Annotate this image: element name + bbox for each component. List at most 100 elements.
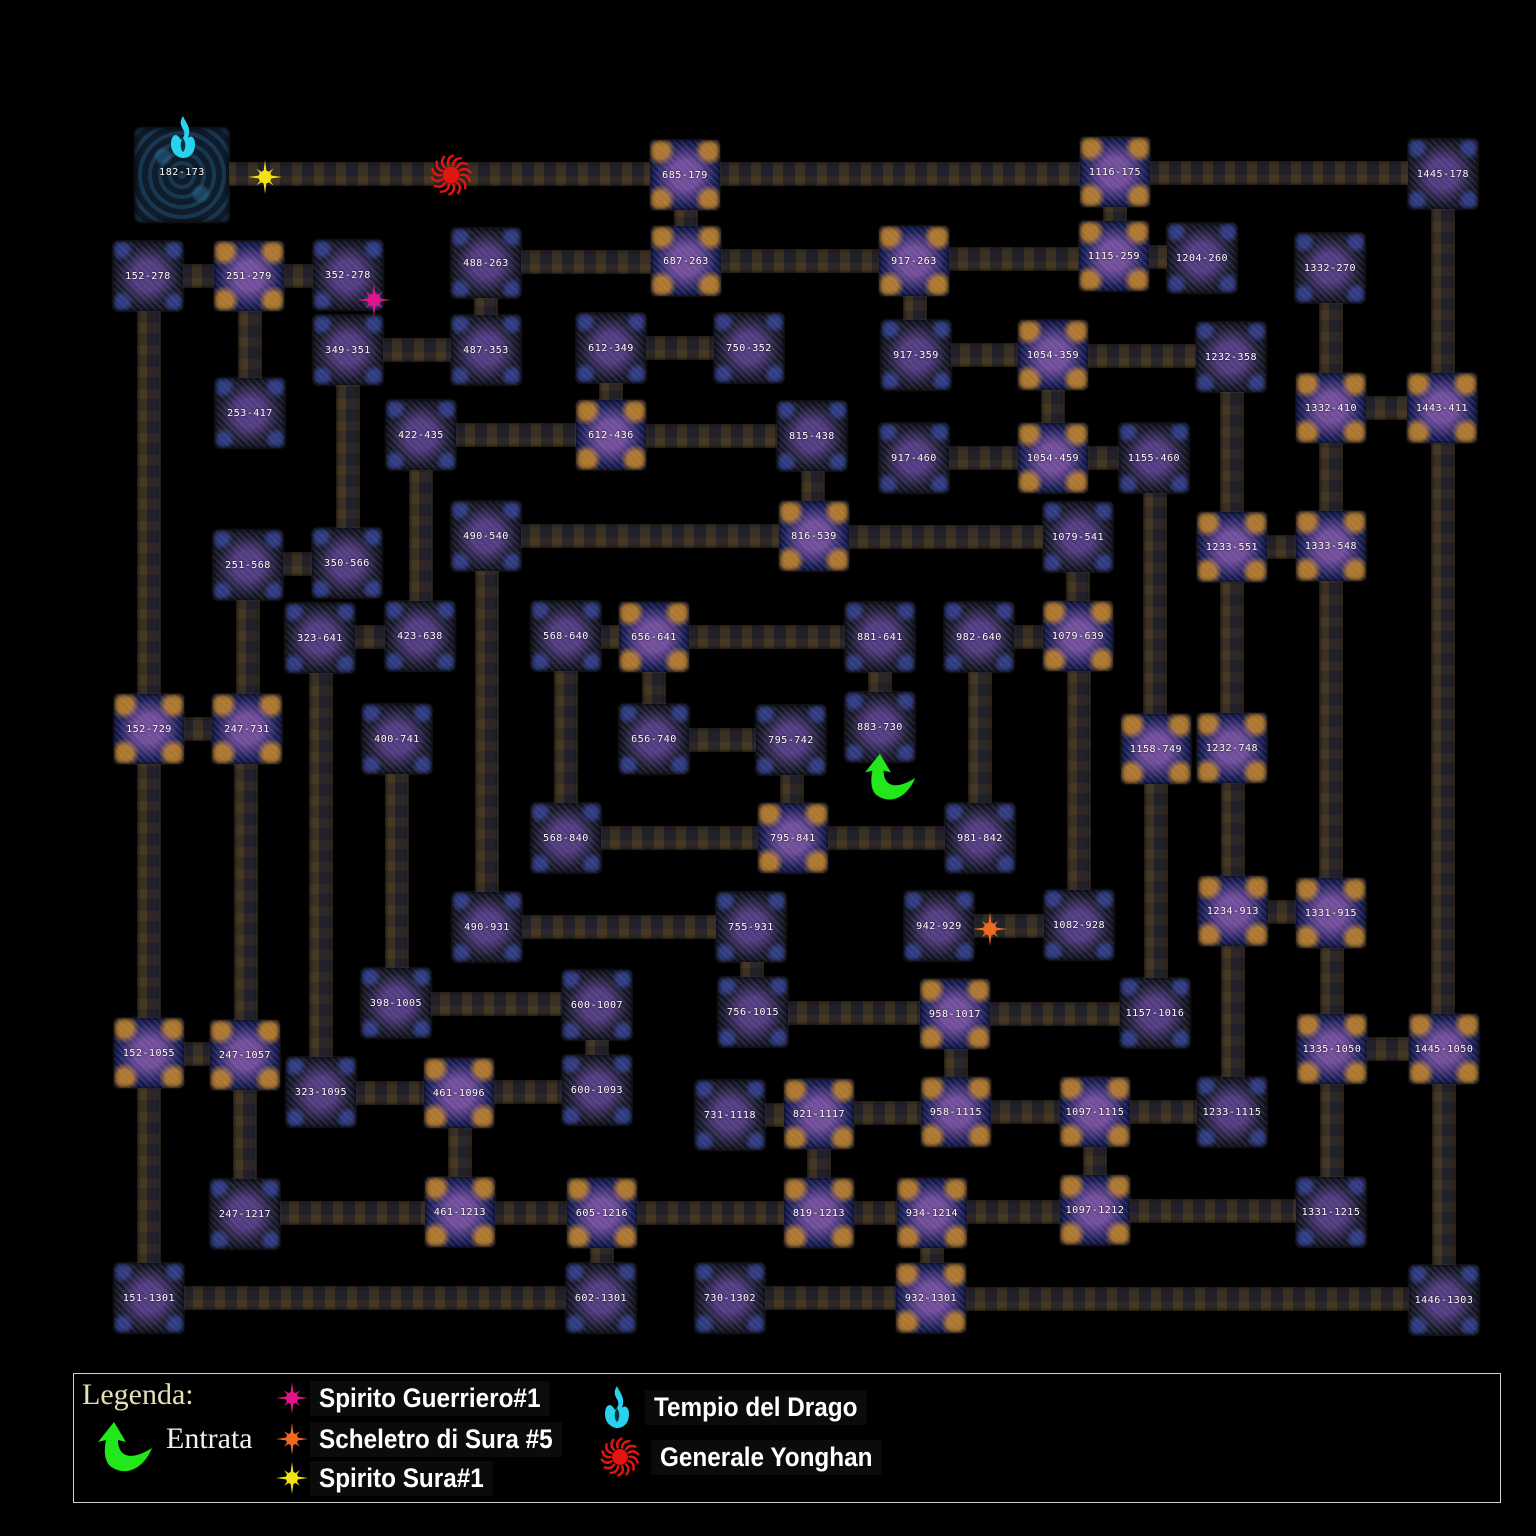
room-label: 602-1301 <box>574 1292 628 1304</box>
room-1331-1215[interactable]: 1331-1215 <box>1296 1177 1366 1247</box>
legend-label: Scheletro di Sura #5 <box>310 1421 562 1457</box>
room-605-1216[interactable]: 605-1216 <box>567 1178 637 1248</box>
room-750-352[interactable]: 750-352 <box>714 313 784 383</box>
room-656-641[interactable]: 656-641 <box>619 602 689 672</box>
room-1158-749[interactable]: 1158-749 <box>1121 714 1191 784</box>
room-350-566[interactable]: 350-566 <box>312 528 382 598</box>
green-arrow-icon <box>865 753 916 800</box>
room-152-729[interactable]: 152-729 <box>114 694 184 764</box>
room-349-351[interactable]: 349-351 <box>313 315 383 385</box>
room-612-436[interactable]: 612-436 <box>576 400 646 470</box>
room-1155-460[interactable]: 1155-460 <box>1119 423 1189 493</box>
room-1157-1016[interactable]: 1157-1016 <box>1120 978 1190 1048</box>
room-251-279[interactable]: 251-279 <box>214 241 284 311</box>
room-958-1017[interactable]: 958-1017 <box>920 979 990 1049</box>
room-917-460[interactable]: 917-460 <box>879 423 949 493</box>
room-487-353[interactable]: 487-353 <box>451 315 521 385</box>
room-958-1115[interactable]: 958-1115 <box>921 1077 991 1147</box>
room-730-1302[interactable]: 730-1302 <box>695 1263 765 1333</box>
room-1054-459[interactable]: 1054-459 <box>1018 423 1088 493</box>
room-label: 917-263 <box>891 255 937 267</box>
room-942-929[interactable]: 942-929 <box>904 891 974 961</box>
room-398-1005[interactable]: 398-1005 <box>361 968 431 1038</box>
room-423-638[interactable]: 423-638 <box>385 601 455 671</box>
corridor-568-840-to-795-841 <box>566 826 793 850</box>
room-1115-259[interactable]: 1115-259 <box>1079 221 1149 291</box>
room-1204-260[interactable]: 1204-260 <box>1167 223 1237 293</box>
room-323-1095[interactable]: 323-1095 <box>286 1057 356 1127</box>
room-152-278[interactable]: 152-278 <box>113 241 183 311</box>
room-label: 1082-928 <box>1052 919 1106 931</box>
room-490-931[interactable]: 490-931 <box>452 892 522 962</box>
room-687-263[interactable]: 687-263 <box>651 226 721 296</box>
room-1233-551[interactable]: 1233-551 <box>1197 512 1267 582</box>
room-323-641[interactable]: 323-641 <box>285 603 355 673</box>
room-600-1093[interactable]: 600-1093 <box>562 1055 632 1125</box>
room-600-1007[interactable]: 600-1007 <box>562 970 632 1040</box>
room-917-359[interactable]: 917-359 <box>881 320 951 390</box>
room-568-640[interactable]: 568-640 <box>531 601 601 671</box>
room-656-740[interactable]: 656-740 <box>619 704 689 774</box>
room-490-540[interactable]: 490-540 <box>451 501 521 571</box>
room-1054-359[interactable]: 1054-359 <box>1018 320 1088 390</box>
room-1332-270[interactable]: 1332-270 <box>1295 233 1365 303</box>
room-816-539[interactable]: 816-539 <box>779 501 849 571</box>
room-731-1118[interactable]: 731-1118 <box>695 1080 765 1150</box>
room-253-417[interactable]: 253-417 <box>215 378 285 448</box>
room-1079-541[interactable]: 1079-541 <box>1043 502 1113 572</box>
room-1333-548[interactable]: 1333-548 <box>1296 511 1366 581</box>
room-1232-358[interactable]: 1232-358 <box>1196 322 1266 392</box>
legend-item-spirito-sura: Spirito Sura#1 <box>274 1460 513 1496</box>
room-756-1015[interactable]: 756-1015 <box>718 977 788 1047</box>
room-1232-748[interactable]: 1232-748 <box>1197 713 1267 783</box>
room-917-263[interactable]: 917-263 <box>879 226 949 296</box>
room-881-641[interactable]: 881-641 <box>845 602 915 672</box>
room-1082-928[interactable]: 1082-928 <box>1044 890 1114 960</box>
room-602-1301[interactable]: 602-1301 <box>566 1263 636 1333</box>
room-1446-1303[interactable]: 1446-1303 <box>1409 1265 1479 1335</box>
room-label: 1232-358 <box>1204 351 1258 363</box>
room-1097-1115[interactable]: 1097-1115 <box>1060 1077 1130 1147</box>
room-612-349[interactable]: 612-349 <box>576 313 646 383</box>
room-1079-639[interactable]: 1079-639 <box>1043 601 1113 671</box>
room-400-741[interactable]: 400-741 <box>362 704 432 774</box>
room-247-1217[interactable]: 247-1217 <box>210 1179 280 1249</box>
room-1445-178[interactable]: 1445-178 <box>1408 139 1478 209</box>
room-819-1213[interactable]: 819-1213 <box>784 1178 854 1248</box>
room-247-731[interactable]: 247-731 <box>212 694 282 764</box>
room-151-1301[interactable]: 151-1301 <box>114 1263 184 1333</box>
room-152-1055[interactable]: 152-1055 <box>114 1018 184 1088</box>
room-422-435[interactable]: 422-435 <box>386 400 456 470</box>
legend-title: Legenda: <box>82 1378 194 1411</box>
room-1116-175[interactable]: 1116-175 <box>1080 137 1150 207</box>
room-1233-1115[interactable]: 1233-1115 <box>1197 1077 1267 1147</box>
room-247-1057[interactable]: 247-1057 <box>210 1020 280 1090</box>
corridor-687-263-to-917-263 <box>686 249 914 273</box>
room-1332-410[interactable]: 1332-410 <box>1296 373 1366 443</box>
room-461-1213[interactable]: 461-1213 <box>425 1177 495 1247</box>
room-251-568[interactable]: 251-568 <box>213 530 283 600</box>
room-821-1117[interactable]: 821-1117 <box>784 1079 854 1149</box>
room-label: 1445-178 <box>1416 168 1470 180</box>
room-461-1096[interactable]: 461-1096 <box>424 1058 494 1128</box>
room-1331-915[interactable]: 1331-915 <box>1296 878 1366 948</box>
room-1443-411[interactable]: 1443-411 <box>1407 373 1477 443</box>
room-883-730[interactable]: 883-730 <box>845 692 915 762</box>
room-1097-1212[interactable]: 1097-1212 <box>1060 1175 1130 1245</box>
room-568-840[interactable]: 568-840 <box>531 803 601 873</box>
room-981-842[interactable]: 981-842 <box>945 803 1015 873</box>
room-1445-1050[interactable]: 1445-1050 <box>1409 1014 1479 1084</box>
room-934-1214[interactable]: 934-1214 <box>897 1178 967 1248</box>
room-932-1301[interactable]: 932-1301 <box>896 1263 966 1333</box>
orange-star-icon <box>276 1423 308 1455</box>
room-815-438[interactable]: 815-438 <box>777 401 847 471</box>
room-795-841[interactable]: 795-841 <box>758 803 828 873</box>
room-982-640[interactable]: 982-640 <box>944 602 1014 672</box>
room-1335-1050[interactable]: 1335-1050 <box>1297 1014 1367 1084</box>
room-1234-913[interactable]: 1234-913 <box>1198 876 1268 946</box>
room-755-931[interactable]: 755-931 <box>716 892 786 962</box>
room-685-179[interactable]: 685-179 <box>650 140 720 210</box>
room-795-742[interactable]: 795-742 <box>756 705 826 775</box>
room-488-263[interactable]: 488-263 <box>451 228 521 298</box>
